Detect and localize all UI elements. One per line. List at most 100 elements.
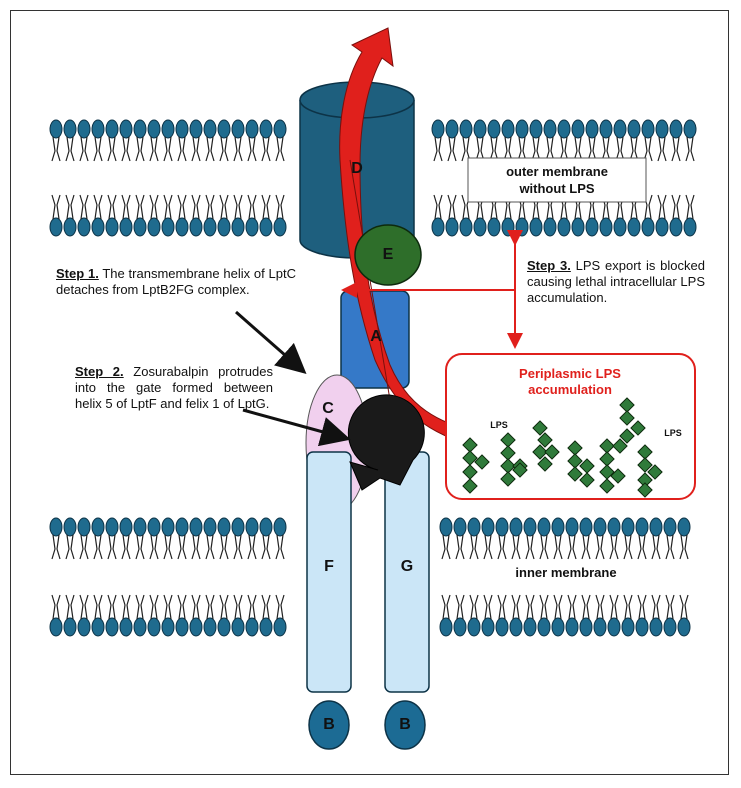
lipid-tail	[600, 534, 605, 560]
lipid-tail	[219, 194, 224, 220]
lipid-tail	[261, 534, 266, 560]
lipid-head	[515, 217, 529, 237]
lipid-head	[175, 617, 189, 637]
lps-diamond	[637, 457, 653, 473]
periplasmic-title-line2: accumulation	[528, 382, 612, 397]
lipid-tail	[84, 534, 89, 560]
lipid-tail	[135, 194, 140, 220]
lipid-tail	[280, 594, 285, 620]
lipid-tail	[503, 136, 508, 162]
lipid-tail	[56, 534, 61, 560]
lipid-head	[231, 617, 245, 637]
lipid-tail	[452, 194, 457, 220]
lipid-tail	[488, 534, 493, 560]
lipid-head	[467, 617, 481, 637]
lps-diamond	[532, 420, 548, 436]
lps-diamond	[500, 458, 516, 474]
step2-body: Zosurabalpin protrudes into the gate for…	[75, 364, 273, 411]
lipid-tail	[601, 136, 606, 162]
lps-diamond	[462, 464, 478, 480]
lipid-head	[147, 517, 161, 537]
lipid-head	[565, 617, 579, 637]
lipid-tail	[196, 194, 201, 220]
export-arrow-shaft-line	[349, 159, 396, 431]
lipid-head	[663, 517, 677, 537]
lipid-tail	[275, 594, 280, 620]
lipid-tail	[684, 534, 689, 560]
lipid-tail	[149, 194, 154, 220]
label-F: F	[324, 558, 334, 575]
lipid-head	[501, 119, 515, 139]
lipid-tail	[266, 534, 271, 560]
lipid-tail	[79, 136, 84, 162]
lipid-tail	[438, 136, 443, 162]
lipid-tail	[455, 594, 460, 620]
lipid-tail	[140, 194, 145, 220]
lipid-tail	[210, 594, 215, 620]
lipid-head	[445, 217, 459, 237]
lipid-tail	[685, 136, 690, 162]
lipid-head	[635, 617, 649, 637]
lipid-head	[119, 517, 133, 537]
lipid-tail	[671, 136, 676, 162]
lipid-tail	[219, 594, 224, 620]
lipid-tail	[606, 136, 611, 162]
lipid-tail	[65, 534, 70, 560]
lipid-tail	[93, 194, 98, 220]
lipid-tail	[483, 534, 488, 560]
lipid-head	[599, 119, 613, 139]
lipid-head	[231, 217, 245, 237]
lipid-tail	[168, 594, 173, 620]
lipid-tail	[163, 136, 168, 162]
lipid-tail	[149, 534, 154, 560]
lipid-tail	[662, 136, 667, 162]
lipid-head	[175, 119, 189, 139]
lps-label-right: LPS	[664, 428, 682, 438]
lipid-head	[91, 517, 105, 537]
lipid-tail	[84, 136, 89, 162]
lps-diamond	[537, 456, 553, 472]
lipid-head	[217, 217, 231, 237]
lipid-head	[487, 119, 501, 139]
lipid-tail	[210, 136, 215, 162]
lipid-head	[273, 119, 287, 139]
lipid-tail	[637, 594, 642, 620]
lipid-tail	[196, 534, 201, 560]
lipid-tail	[469, 594, 474, 620]
lipid-tail	[93, 534, 98, 560]
lps-diamond	[567, 466, 583, 482]
lipid-tail	[587, 136, 592, 162]
lipid-tail	[525, 594, 530, 620]
lipid-head	[579, 517, 593, 537]
lipid-head	[63, 217, 77, 237]
lipid-tail	[461, 194, 466, 220]
protein-E	[354, 224, 422, 286]
step1-text: Step 1. The transmembrane helix of LptC …	[56, 266, 296, 298]
lipid-tail	[489, 136, 494, 162]
lipid-tail	[620, 136, 625, 162]
lipid-head	[585, 119, 599, 139]
lipid-tail	[480, 136, 485, 162]
lipid-tail	[483, 594, 488, 620]
lipid-head	[161, 517, 175, 537]
lps-diamond	[599, 478, 615, 494]
lps-diamond	[474, 454, 490, 470]
lipid-head	[189, 217, 203, 237]
lps-diamond	[619, 410, 635, 426]
lipid-tail	[544, 594, 549, 620]
lps-diamond	[599, 451, 615, 467]
lipid-tail	[662, 194, 667, 220]
lipid-tail	[446, 534, 451, 560]
lps-diamond	[610, 468, 626, 484]
lipid-tail	[140, 136, 145, 162]
lipid-tail	[679, 534, 684, 560]
lipid-tail	[233, 594, 238, 620]
lipid-tail	[609, 594, 614, 620]
lipid-tail	[135, 594, 140, 620]
lipid-tail	[511, 594, 516, 620]
lipid-tail	[670, 534, 675, 560]
lipid-tail	[275, 534, 280, 560]
lipid-head	[49, 217, 63, 237]
lipid-tail	[433, 136, 438, 162]
lipid-tail	[107, 136, 112, 162]
